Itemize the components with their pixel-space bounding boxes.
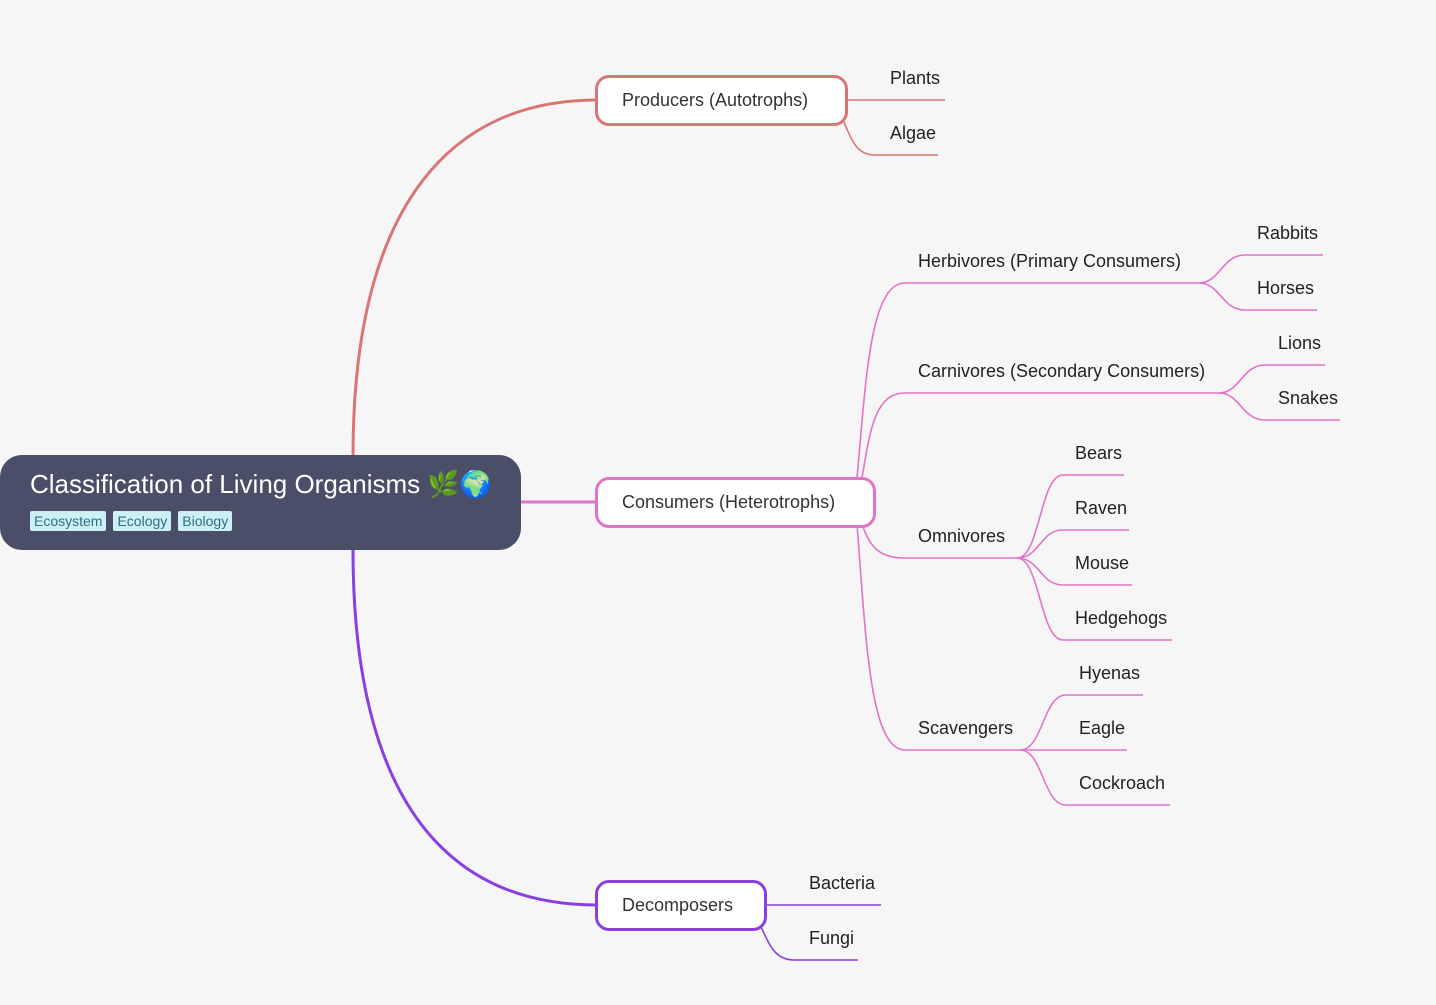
link-scavengers [856, 523, 1020, 751]
link-fungi [759, 924, 858, 961]
link-bears [1016, 474, 1124, 559]
leaf-mouse[interactable]: Mouse [1075, 553, 1130, 573]
root-node[interactable]: Classification of Living Organisms 🌿🌍 Ec… [0, 455, 521, 550]
leaf-horses[interactable]: Horses [1257, 278, 1315, 298]
leaf-lions[interactable]: Lions [1278, 333, 1322, 353]
link-lions [1218, 364, 1325, 394]
root-tags: Ecosystem Ecology Biology [30, 511, 521, 531]
tag-biology[interactable]: Biology [178, 511, 233, 531]
tag-ecology[interactable]: Ecology [113, 511, 172, 531]
link-hedgehogs [1016, 557, 1172, 641]
link-snakes [1218, 392, 1340, 421]
group-omnivores[interactable]: Omnivores [918, 526, 1006, 546]
branch-decomposers-label: Decomposers [622, 895, 734, 915]
link-root-decomposers [351, 548, 598, 907]
leaf-algae[interactable]: Algae [890, 123, 937, 143]
branch-producers-label: Producers (Autotrophs) [622, 90, 809, 110]
tag-ecosystem[interactable]: Ecosystem [30, 511, 107, 531]
branch-consumers-label: Consumers (Heterotrophs) [622, 492, 836, 512]
link-mouse [1016, 557, 1132, 586]
group-carnivores[interactable]: Carnivores (Secondary Consumers) [918, 361, 1206, 381]
branch-producers[interactable]: Producers (Autotrophs) [595, 75, 848, 126]
group-herbivores[interactable]: Herbivores (Primary Consumers) [918, 251, 1182, 271]
branch-consumers[interactable]: Consumers (Heterotrophs) [595, 477, 876, 528]
leaf-fungi[interactable]: Fungi [809, 928, 855, 948]
leaf-eagle[interactable]: Eagle [1079, 718, 1126, 738]
link-carnivores [861, 392, 1219, 479]
leaf-raven[interactable]: Raven [1075, 498, 1128, 518]
link-cockroach [1019, 749, 1170, 806]
link-herbivores [856, 282, 1199, 479]
link-raven [1016, 529, 1129, 559]
link-algae [841, 117, 938, 156]
link-omnivores [861, 523, 1017, 559]
link-root-producers [351, 98, 598, 457]
branch-decomposers[interactable]: Decomposers [595, 880, 767, 931]
leaf-snakes[interactable]: Snakes [1278, 388, 1339, 408]
leaf-hyenas[interactable]: Hyenas [1079, 663, 1141, 683]
group-scavengers[interactable]: Scavengers [918, 718, 1014, 738]
leaf-hedgehogs[interactable]: Hedgehogs [1075, 608, 1168, 628]
link-hyenas [1019, 694, 1143, 751]
leaf-cockroach[interactable]: Cockroach [1079, 773, 1166, 793]
link-horses [1198, 282, 1317, 311]
leaf-bears[interactable]: Bears [1075, 443, 1123, 463]
leaf-plants[interactable]: Plants [890, 68, 941, 88]
leaf-rabbits[interactable]: Rabbits [1257, 223, 1319, 243]
link-rabbits [1198, 254, 1323, 284]
leaf-bacteria[interactable]: Bacteria [809, 873, 876, 893]
root-title: Classification of Living Organisms 🌿🌍 [30, 469, 493, 499]
